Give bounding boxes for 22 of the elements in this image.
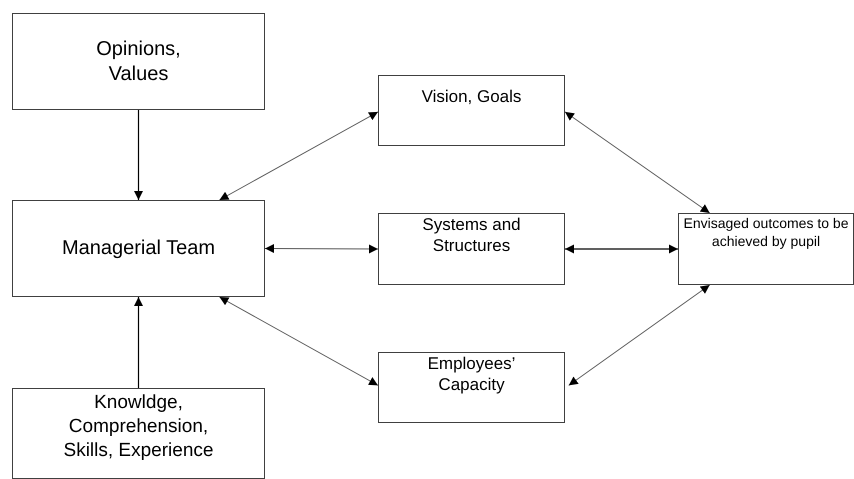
text-box bbox=[12, 200, 265, 297]
text-box bbox=[378, 352, 565, 423]
text-box bbox=[378, 75, 565, 146]
connector-arrow bbox=[564, 111, 710, 214]
box-label: Knowldge, Comprehension, Skills, Experience bbox=[62, 391, 214, 462]
box-label: Employees’ Capacity bbox=[426, 353, 516, 396]
connector-arrow bbox=[219, 111, 378, 200]
text-box bbox=[12, 13, 265, 110]
text-box bbox=[12, 388, 265, 479]
connector-arrow bbox=[568, 284, 710, 386]
connector-arrow bbox=[134, 110, 143, 200]
text-box bbox=[678, 213, 854, 285]
box-label: Envisaged outcomes to be achieved by pupil bbox=[683, 215, 849, 250]
connector-arrow bbox=[219, 296, 378, 386]
box-label: Opinions, Values bbox=[95, 36, 182, 86]
box-label: Vision, Goals bbox=[422, 86, 522, 108]
connector-arrow bbox=[134, 297, 143, 388]
box-label: Managerial Team bbox=[62, 236, 216, 261]
box-label: Systems and Structures bbox=[421, 214, 522, 256]
connector-arrow bbox=[264, 244, 378, 254]
text-box bbox=[378, 213, 565, 285]
connector-arrow bbox=[565, 244, 678, 254]
